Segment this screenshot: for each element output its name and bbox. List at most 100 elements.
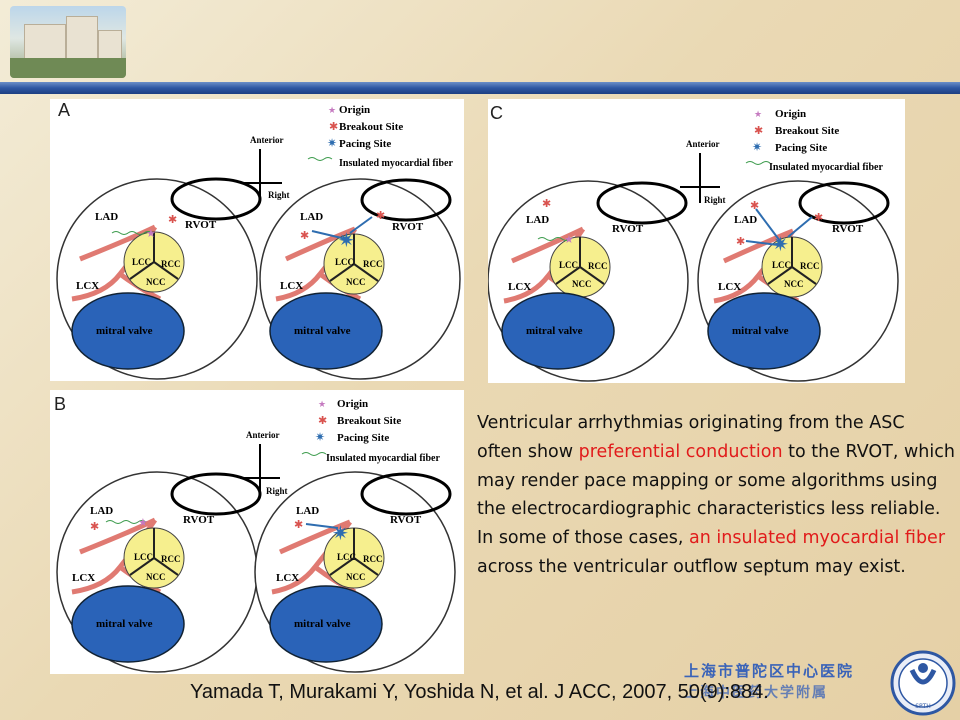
svg-text:LCC: LCC xyxy=(132,257,151,267)
legend-breakout: Breakout Site xyxy=(339,121,403,133)
svg-text:RCC: RCC xyxy=(800,261,820,271)
svg-text:✷: ✷ xyxy=(315,430,325,444)
legend-pacing: Pacing Site xyxy=(339,138,391,150)
svg-text:Anterior: Anterior xyxy=(686,139,720,149)
panel-b-diagram: ★ Origin ✱ Breakout Site ✷ Pacing Site I… xyxy=(56,398,456,673)
svg-text:✷: ✷ xyxy=(327,136,337,150)
svg-text:RVOT: RVOT xyxy=(392,221,424,233)
svg-text:NCC: NCC xyxy=(346,277,366,287)
legend-fiber: Insulated myocardial fiber xyxy=(339,158,453,169)
axis-right: Right xyxy=(268,190,290,200)
svg-text:Breakout Site: Breakout Site xyxy=(775,125,839,137)
svg-text:✱: ✱ xyxy=(300,229,309,242)
panel-a-diagram: ★ Origin ✱ Breakout Site ✷ Pacing Site I… xyxy=(56,104,461,380)
svg-text:RCC: RCC xyxy=(363,554,383,564)
svg-text:mitral valve: mitral valve xyxy=(96,618,153,630)
svg-text:✱: ✱ xyxy=(750,199,759,212)
svg-text:✷: ✷ xyxy=(338,228,355,252)
svg-text:Right: Right xyxy=(266,486,288,496)
svg-text:★: ★ xyxy=(138,516,148,529)
svg-text:LAD: LAD xyxy=(300,211,323,223)
svg-text:NCC: NCC xyxy=(146,277,166,287)
svg-text:mitral valve: mitral valve xyxy=(732,325,789,337)
svg-text:✱: ✱ xyxy=(318,414,327,427)
svg-text:Insulated myocardial fiber: Insulated myocardial fiber xyxy=(326,453,440,464)
svg-text:✷: ✷ xyxy=(772,232,789,256)
svg-text:LCX: LCX xyxy=(508,281,531,293)
hospital-affiliation: 上海中医药大学附属 xyxy=(684,685,828,701)
svg-text:✱: ✱ xyxy=(814,211,823,224)
panel-a: A ★ Origin ✱ Breakout Site ✷ Pacing Site… xyxy=(50,99,464,381)
svg-text:✱: ✱ xyxy=(376,209,385,222)
svg-text:LCC: LCC xyxy=(772,260,791,270)
svg-text:RCC: RCC xyxy=(161,554,181,564)
svg-text:✱: ✱ xyxy=(294,518,303,531)
panel-a-label: A xyxy=(58,100,71,120)
svg-text:LAD: LAD xyxy=(90,505,113,517)
svg-text:LCC: LCC xyxy=(559,260,578,270)
svg-text:LAD: LAD xyxy=(95,211,118,223)
svg-text:RVOT: RVOT xyxy=(832,223,864,235)
svg-text:★: ★ xyxy=(754,110,762,120)
svg-text:LCX: LCX xyxy=(718,281,741,293)
svg-text:mitral valve: mitral valve xyxy=(294,618,351,630)
panel-b: B ★ Origin ✱ Breakout Site ✷ Pacing Site… xyxy=(50,390,464,674)
svg-text:LCX: LCX xyxy=(280,280,303,292)
svg-text:★: ★ xyxy=(328,106,336,116)
svg-text:LAD: LAD xyxy=(526,214,549,226)
svg-text:RVOT: RVOT xyxy=(390,514,422,526)
svg-text:LCC: LCC xyxy=(337,552,356,562)
svg-text:LCX: LCX xyxy=(76,280,99,292)
svg-text:✱: ✱ xyxy=(90,520,99,533)
svg-text:LAD: LAD xyxy=(296,505,319,517)
svg-text:NCC: NCC xyxy=(146,572,166,582)
svg-text:✱: ✱ xyxy=(736,235,745,248)
svg-text:LCC: LCC xyxy=(335,257,354,267)
svg-text:✱: ✱ xyxy=(542,197,551,210)
svg-text:RVOT: RVOT xyxy=(612,223,644,235)
header-hospital-photo xyxy=(10,6,126,78)
svg-text:LCX: LCX xyxy=(72,572,95,584)
svg-text:Origin: Origin xyxy=(775,108,806,120)
svg-text:mitral valve: mitral valve xyxy=(96,325,153,337)
panel-c: C ★ Origin ✱ Breakout Site ✷ Pacing Site… xyxy=(487,99,905,383)
svg-text:LCC: LCC xyxy=(134,552,153,562)
header-bar xyxy=(0,82,960,94)
panel-c-label: C xyxy=(490,103,503,123)
svg-text:RVOT: RVOT xyxy=(183,514,215,526)
hospital-logo: SPTH xyxy=(890,650,956,716)
axis-anterior: Anterior xyxy=(250,135,284,145)
svg-text:LCX: LCX xyxy=(276,572,299,584)
svg-text:mitral valve: mitral valve xyxy=(294,325,351,337)
panel-b-label: B xyxy=(54,394,67,414)
svg-text:✷: ✷ xyxy=(332,521,349,545)
svg-text:Pacing Site: Pacing Site xyxy=(775,142,827,154)
highlight-preferential-conduction: preferential conduction xyxy=(578,441,783,462)
svg-text:✱: ✱ xyxy=(754,124,763,137)
svg-text:✱: ✱ xyxy=(329,120,338,133)
svg-text:Insulated myocardial fiber: Insulated myocardial fiber xyxy=(769,162,883,173)
svg-text:✷: ✷ xyxy=(752,140,762,154)
highlight-insulated-fiber: an insulated myocardial fiber xyxy=(689,528,946,549)
svg-text:Pacing Site: Pacing Site xyxy=(337,432,389,444)
description-text: Ventricular arrhythmias originating from… xyxy=(477,413,955,577)
svg-text:RVOT: RVOT xyxy=(185,219,217,231)
citation: Yamada T, Murakami Y, Yoshida N, et al. … xyxy=(190,681,769,703)
svg-text:RCC: RCC xyxy=(588,261,608,271)
svg-text:Origin: Origin xyxy=(337,398,368,410)
svg-text:LAD: LAD xyxy=(734,214,757,226)
svg-text:★: ★ xyxy=(318,400,326,410)
svg-text:NCC: NCC xyxy=(572,279,592,289)
svg-text:NCC: NCC xyxy=(784,279,804,289)
svg-text:★: ★ xyxy=(146,227,156,240)
svg-text:★: ★ xyxy=(564,233,574,246)
hospital-name: 上海市普陀区中心医院 xyxy=(684,662,855,680)
svg-text:NCC: NCC xyxy=(346,572,366,582)
svg-text:Anterior: Anterior xyxy=(246,430,280,440)
svg-text:mitral valve: mitral valve xyxy=(526,325,583,337)
svg-text:RCC: RCC xyxy=(161,259,181,269)
svg-text:Breakout Site: Breakout Site xyxy=(337,415,401,427)
svg-text:RCC: RCC xyxy=(363,259,383,269)
svg-text:SPTH: SPTH xyxy=(915,703,931,710)
svg-text:Right: Right xyxy=(704,195,726,205)
